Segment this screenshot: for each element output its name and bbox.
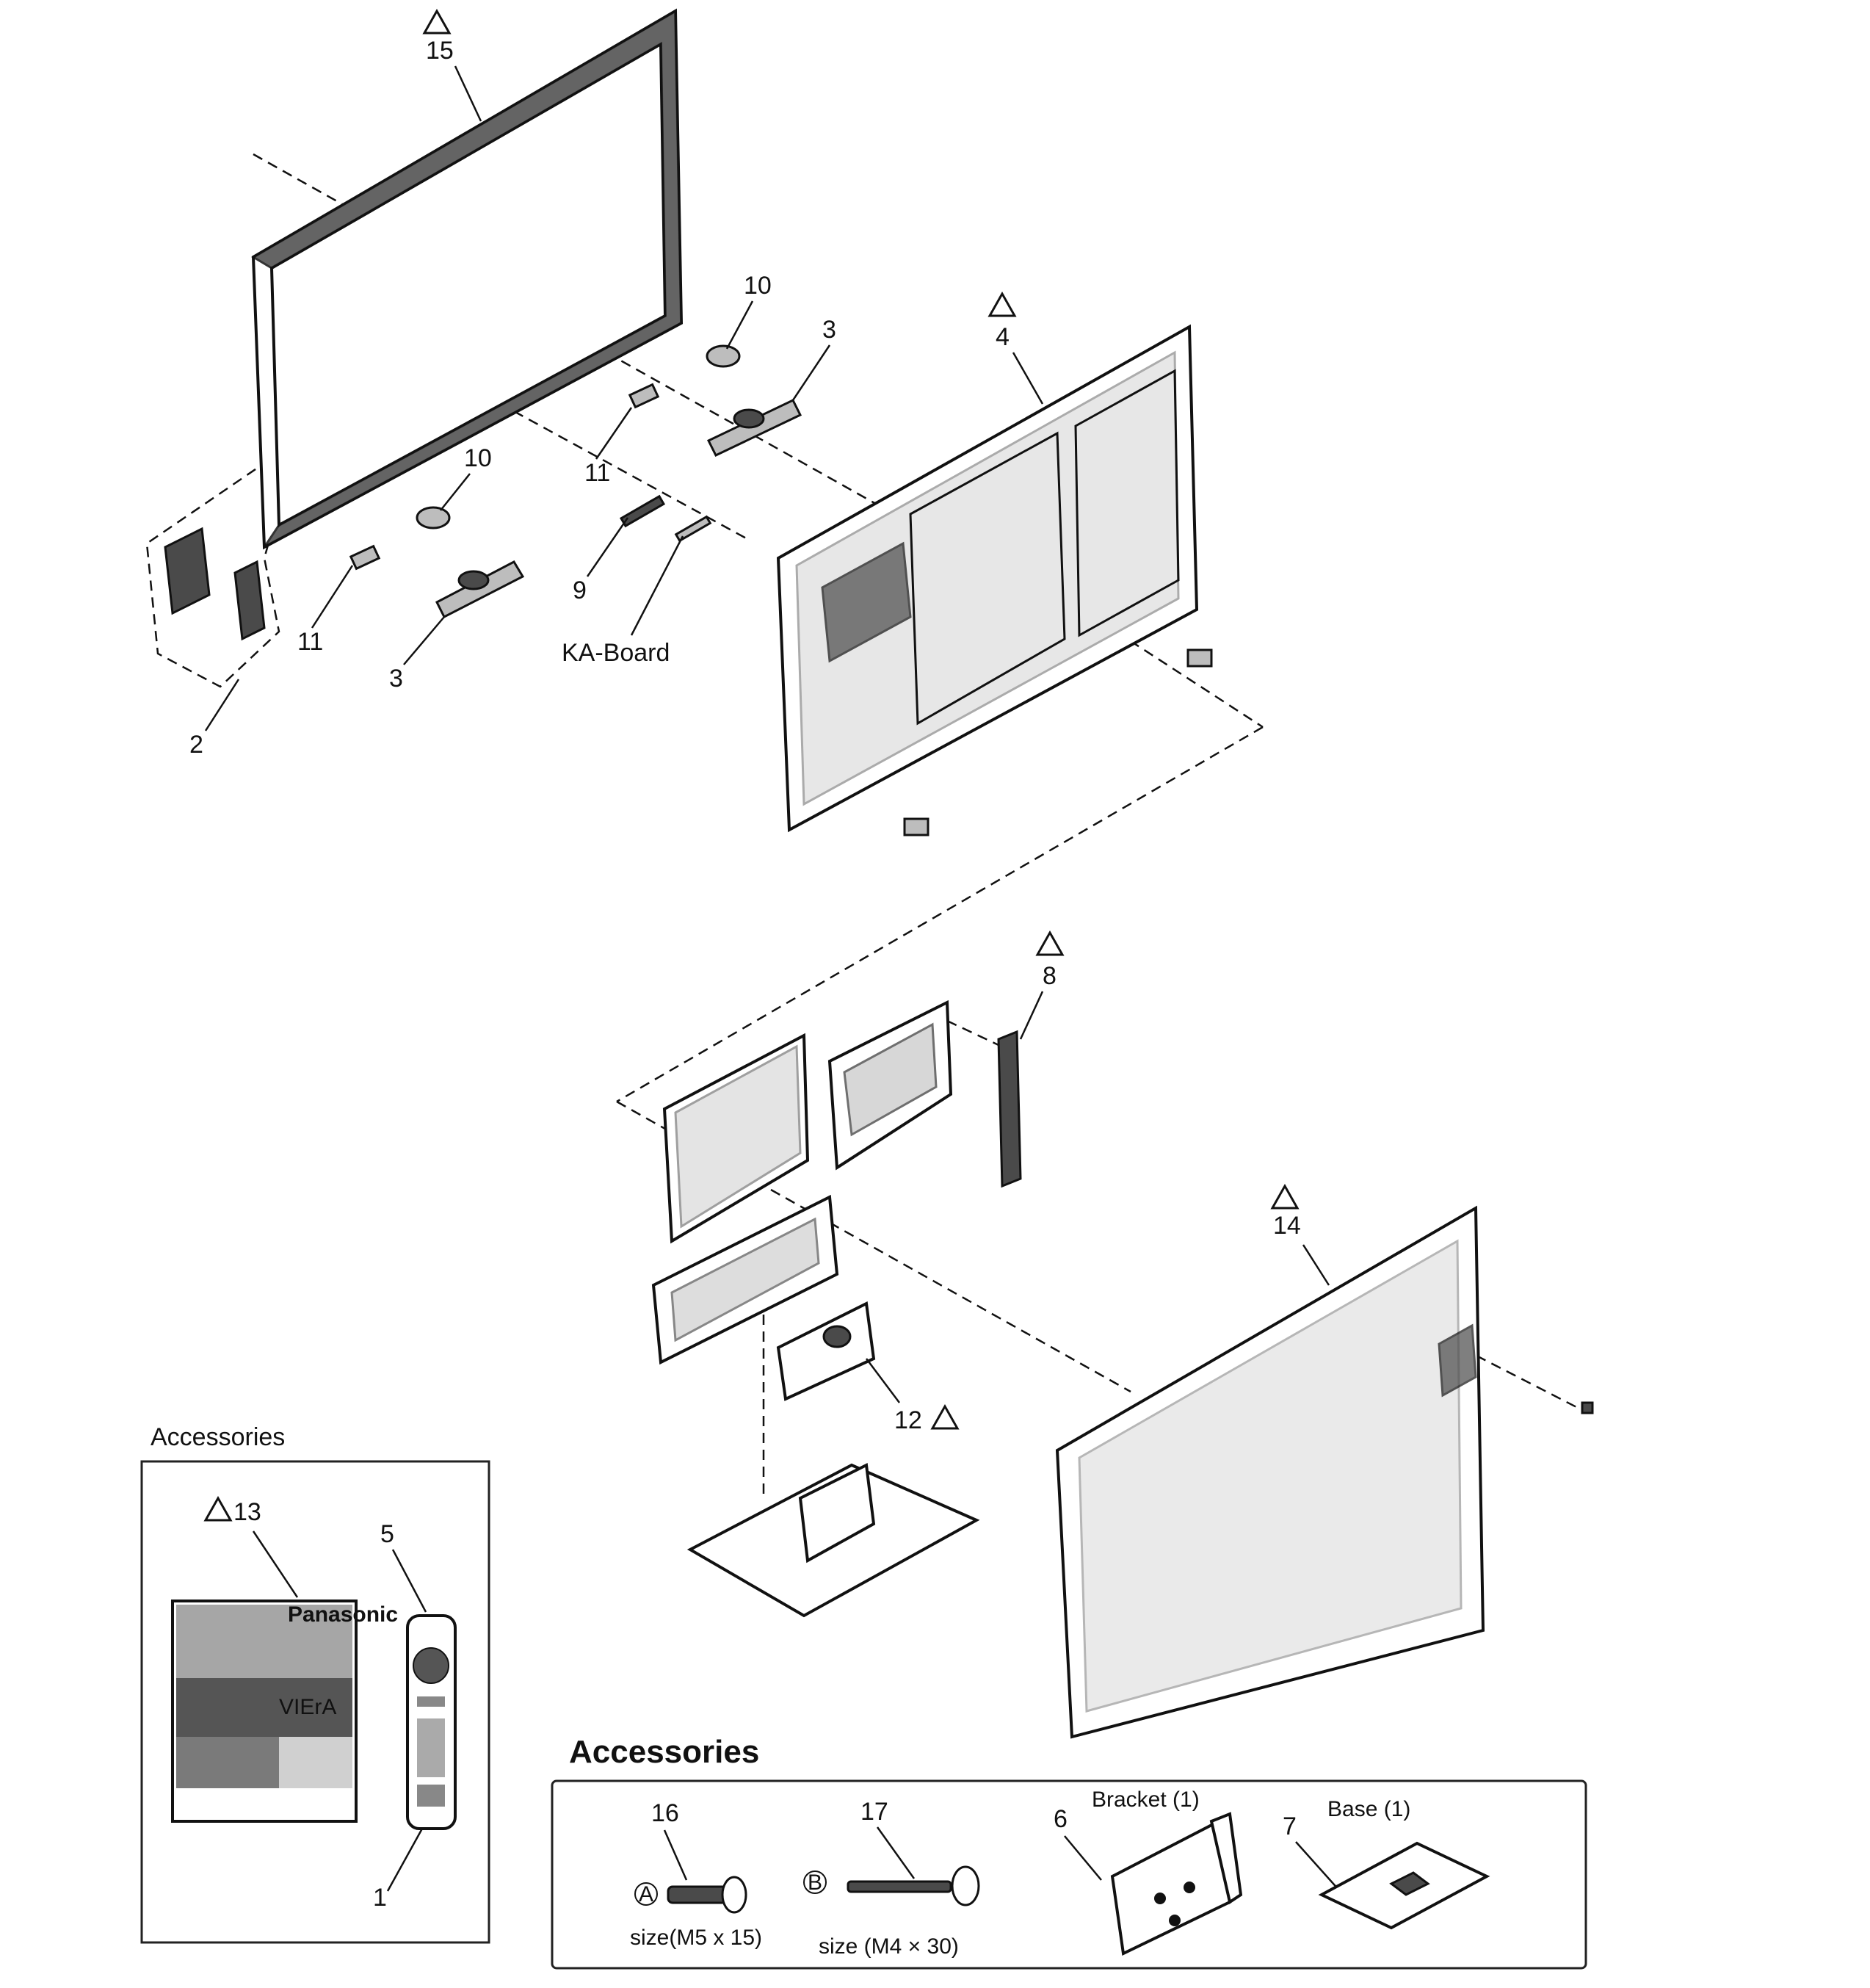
- callout-15-number: 15: [426, 37, 454, 65]
- ka-board-label: KA-Board: [562, 639, 670, 667]
- speaker-part-3-lower: 3: [389, 560, 525, 693]
- callout-14-number: 14: [1273, 1212, 1301, 1240]
- board-part-8: [997, 1030, 1022, 1188]
- callout-10-upper-number: 10: [744, 272, 772, 300]
- callout-3-lower-number: 3: [389, 665, 403, 693]
- pedestal-part-12: [776, 1301, 876, 1401]
- callout-14: 14: [1270, 1183, 1330, 1286]
- base-part-7: [1318, 1841, 1490, 1930]
- board-plate: [662, 1033, 810, 1244]
- callout-12-number: 12: [894, 1406, 922, 1434]
- chassis-bracket: [651, 1194, 839, 1365]
- callout-5-number: 5: [380, 1520, 394, 1548]
- operating-manual-part-13: Panasonic VIErA: [171, 1600, 398, 1823]
- accessories-left-heading: Accessories: [151, 1423, 285, 1451]
- clip-part-11-upper: 11: [584, 383, 660, 487]
- rear-cover-part-14: [1055, 1205, 1594, 1739]
- callout-1-number: 1: [373, 1884, 387, 1912]
- callout-8-number: 8: [1043, 962, 1057, 990]
- warning-triangle-icon: [987, 291, 1017, 317]
- callout-6-number: 6: [1054, 1805, 1068, 1833]
- callout-3-upper-number: 3: [822, 316, 836, 344]
- callout-8: 8: [1019, 930, 1065, 1040]
- callout-10-lower-number: 10: [464, 444, 492, 472]
- front-frame-part-15: [251, 8, 684, 550]
- manual-brand-text: Panasonic: [288, 1602, 398, 1627]
- side-terminal-part-2: 2: [164, 527, 266, 759]
- circuit-board: [827, 1000, 953, 1171]
- warning-triangle-icon: [1270, 1183, 1300, 1210]
- accessories-box-bottom: Accessories 16 A size(M5 x 15) 17 B size…: [551, 1734, 1587, 1970]
- callout-11-upper-number: 11: [584, 459, 610, 487]
- callout-9-number: 9: [573, 576, 587, 604]
- callout-4-number: 4: [996, 323, 1010, 351]
- remote-control-part-5: [406, 1614, 457, 1830]
- callout-7-number: 7: [1283, 1812, 1297, 1840]
- warning-triangle-icon: [203, 1495, 233, 1522]
- plasma-panel-part-4: [776, 324, 1213, 836]
- stand-base: [686, 1462, 980, 1618]
- part-10-upper: 10: [706, 272, 772, 368]
- bracket-label: Bracket (1): [1092, 1788, 1200, 1812]
- screw-a-marker: A: [639, 1882, 653, 1906]
- part-9: 9: [573, 494, 666, 604]
- callout-4: 4: [987, 291, 1044, 405]
- screw-a-part-16: A size(M5 x 15): [630, 1876, 762, 1950]
- accessories-box-left: Accessories 13 Panasonic VIErA 5 1: [140, 1423, 490, 1944]
- bracket-part-6: [1110, 1812, 1243, 1956]
- screw-b-size: size (M4 × 30): [819, 1934, 959, 1959]
- warning-triangle-icon: [930, 1403, 960, 1430]
- clip-part-11-lower: 11: [297, 544, 381, 656]
- screw-b-marker: B: [808, 1870, 822, 1895]
- screw-a-size: size(M5 x 15): [630, 1926, 762, 1950]
- accessories-bottom-heading: Accessories: [569, 1734, 759, 1770]
- callout-16-number: 16: [651, 1799, 679, 1827]
- ka-board-part: KA-Board: [562, 515, 712, 667]
- warning-triangle-icon: [422, 8, 452, 35]
- part-10-lower: 10: [416, 444, 492, 529]
- callout-17-number: 17: [860, 1798, 888, 1826]
- callout-12: 12: [866, 1358, 960, 1434]
- callout-13-number: 13: [233, 1498, 261, 1526]
- base-label: Base (1): [1327, 1797, 1410, 1821]
- speaker-part-3-upper: 3: [706, 316, 836, 457]
- manual-product-text: VIErA: [279, 1695, 336, 1719]
- callout-15: 15: [422, 8, 482, 122]
- warning-triangle-icon: [1035, 930, 1065, 956]
- screw-b-part-17: B size (M4 × 30): [803, 1865, 980, 1959]
- callout-2-number: 2: [189, 731, 203, 759]
- callout-11-lower-number: 11: [297, 628, 323, 656]
